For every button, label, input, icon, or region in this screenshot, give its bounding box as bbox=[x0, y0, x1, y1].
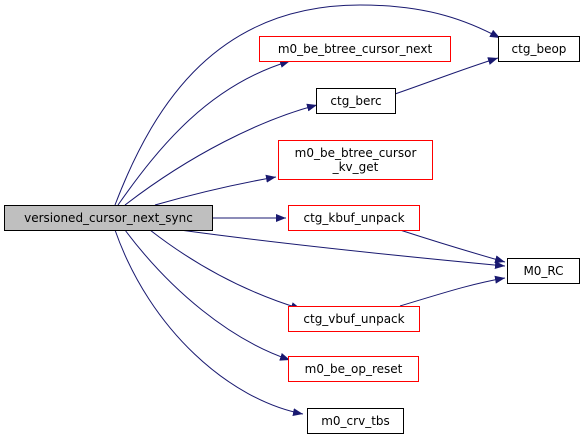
node-kbuf[interactable]: ctg_kbuf_unpack bbox=[288, 205, 420, 231]
edge-kbuf-to-m0rc bbox=[399, 229, 506, 264]
node-box[interactable] bbox=[288, 306, 420, 332]
node-op_reset[interactable]: m0_be_op_reset bbox=[288, 356, 419, 382]
edge-root-to-op_reset bbox=[124, 229, 291, 361]
edge-root-to-kv_get bbox=[154, 174, 277, 206]
edges-layer bbox=[114, 4, 506, 417]
node-kv_get[interactable]: m0_be_btree_cursor_kv_get bbox=[278, 140, 433, 180]
edge-vbuf-to-m0rc bbox=[399, 275, 506, 307]
node-root: versioned_cursor_next_sync bbox=[4, 205, 213, 231]
node-berc: ctg_berc bbox=[316, 88, 396, 114]
node-m0rc: M0_RC bbox=[507, 258, 580, 284]
nodes-layer: versioned_cursor_next_sync m0_be_btree_cu… bbox=[4, 36, 580, 434]
node-box bbox=[4, 205, 213, 231]
node-beop: ctg_beop bbox=[498, 36, 580, 62]
node-box[interactable] bbox=[259, 36, 451, 62]
edge-root-to-berc bbox=[124, 103, 318, 206]
node-label: ctg_kbuf_unpack bbox=[303, 211, 404, 225]
node-box[interactable] bbox=[288, 205, 420, 231]
node-label: ctg_berc bbox=[330, 94, 381, 108]
node-box[interactable] bbox=[278, 140, 433, 180]
node-label: m0_be_btree_cursor bbox=[295, 146, 417, 160]
node-box[interactable] bbox=[288, 356, 419, 382]
node-crv_tbs: m0_crv_tbs bbox=[307, 408, 404, 434]
node-vbuf[interactable]: ctg_vbuf_unpack bbox=[288, 306, 420, 332]
node-label: versioned_cursor_next_sync bbox=[24, 211, 193, 225]
edge-root-to-crv_tbs bbox=[114, 229, 304, 417]
node-label: ctg_vbuf_unpack bbox=[303, 312, 404, 326]
node-label: _kv_get bbox=[332, 160, 379, 174]
edge-root-to-m0rc bbox=[179, 229, 506, 270]
node-label: m0_be_op_reset bbox=[305, 362, 403, 376]
node-label: m0_be_btree_cursor_next bbox=[278, 42, 433, 56]
node-box bbox=[307, 408, 404, 434]
edge-root-to-vbuf bbox=[149, 229, 302, 310]
node-label: m0_crv_tbs bbox=[321, 414, 390, 428]
edge-root-to-cursor_next bbox=[117, 60, 291, 206]
node-label: M0_RC bbox=[523, 264, 563, 278]
node-box bbox=[498, 36, 580, 62]
edge-root-to-beop bbox=[114, 4, 501, 206]
node-cursor_next[interactable]: m0_be_btree_cursor_next bbox=[259, 36, 451, 62]
node-label: ctg_beop bbox=[512, 42, 567, 56]
node-box bbox=[316, 88, 396, 114]
node-box bbox=[507, 258, 580, 284]
edge-berc-to-beop bbox=[394, 57, 499, 95]
